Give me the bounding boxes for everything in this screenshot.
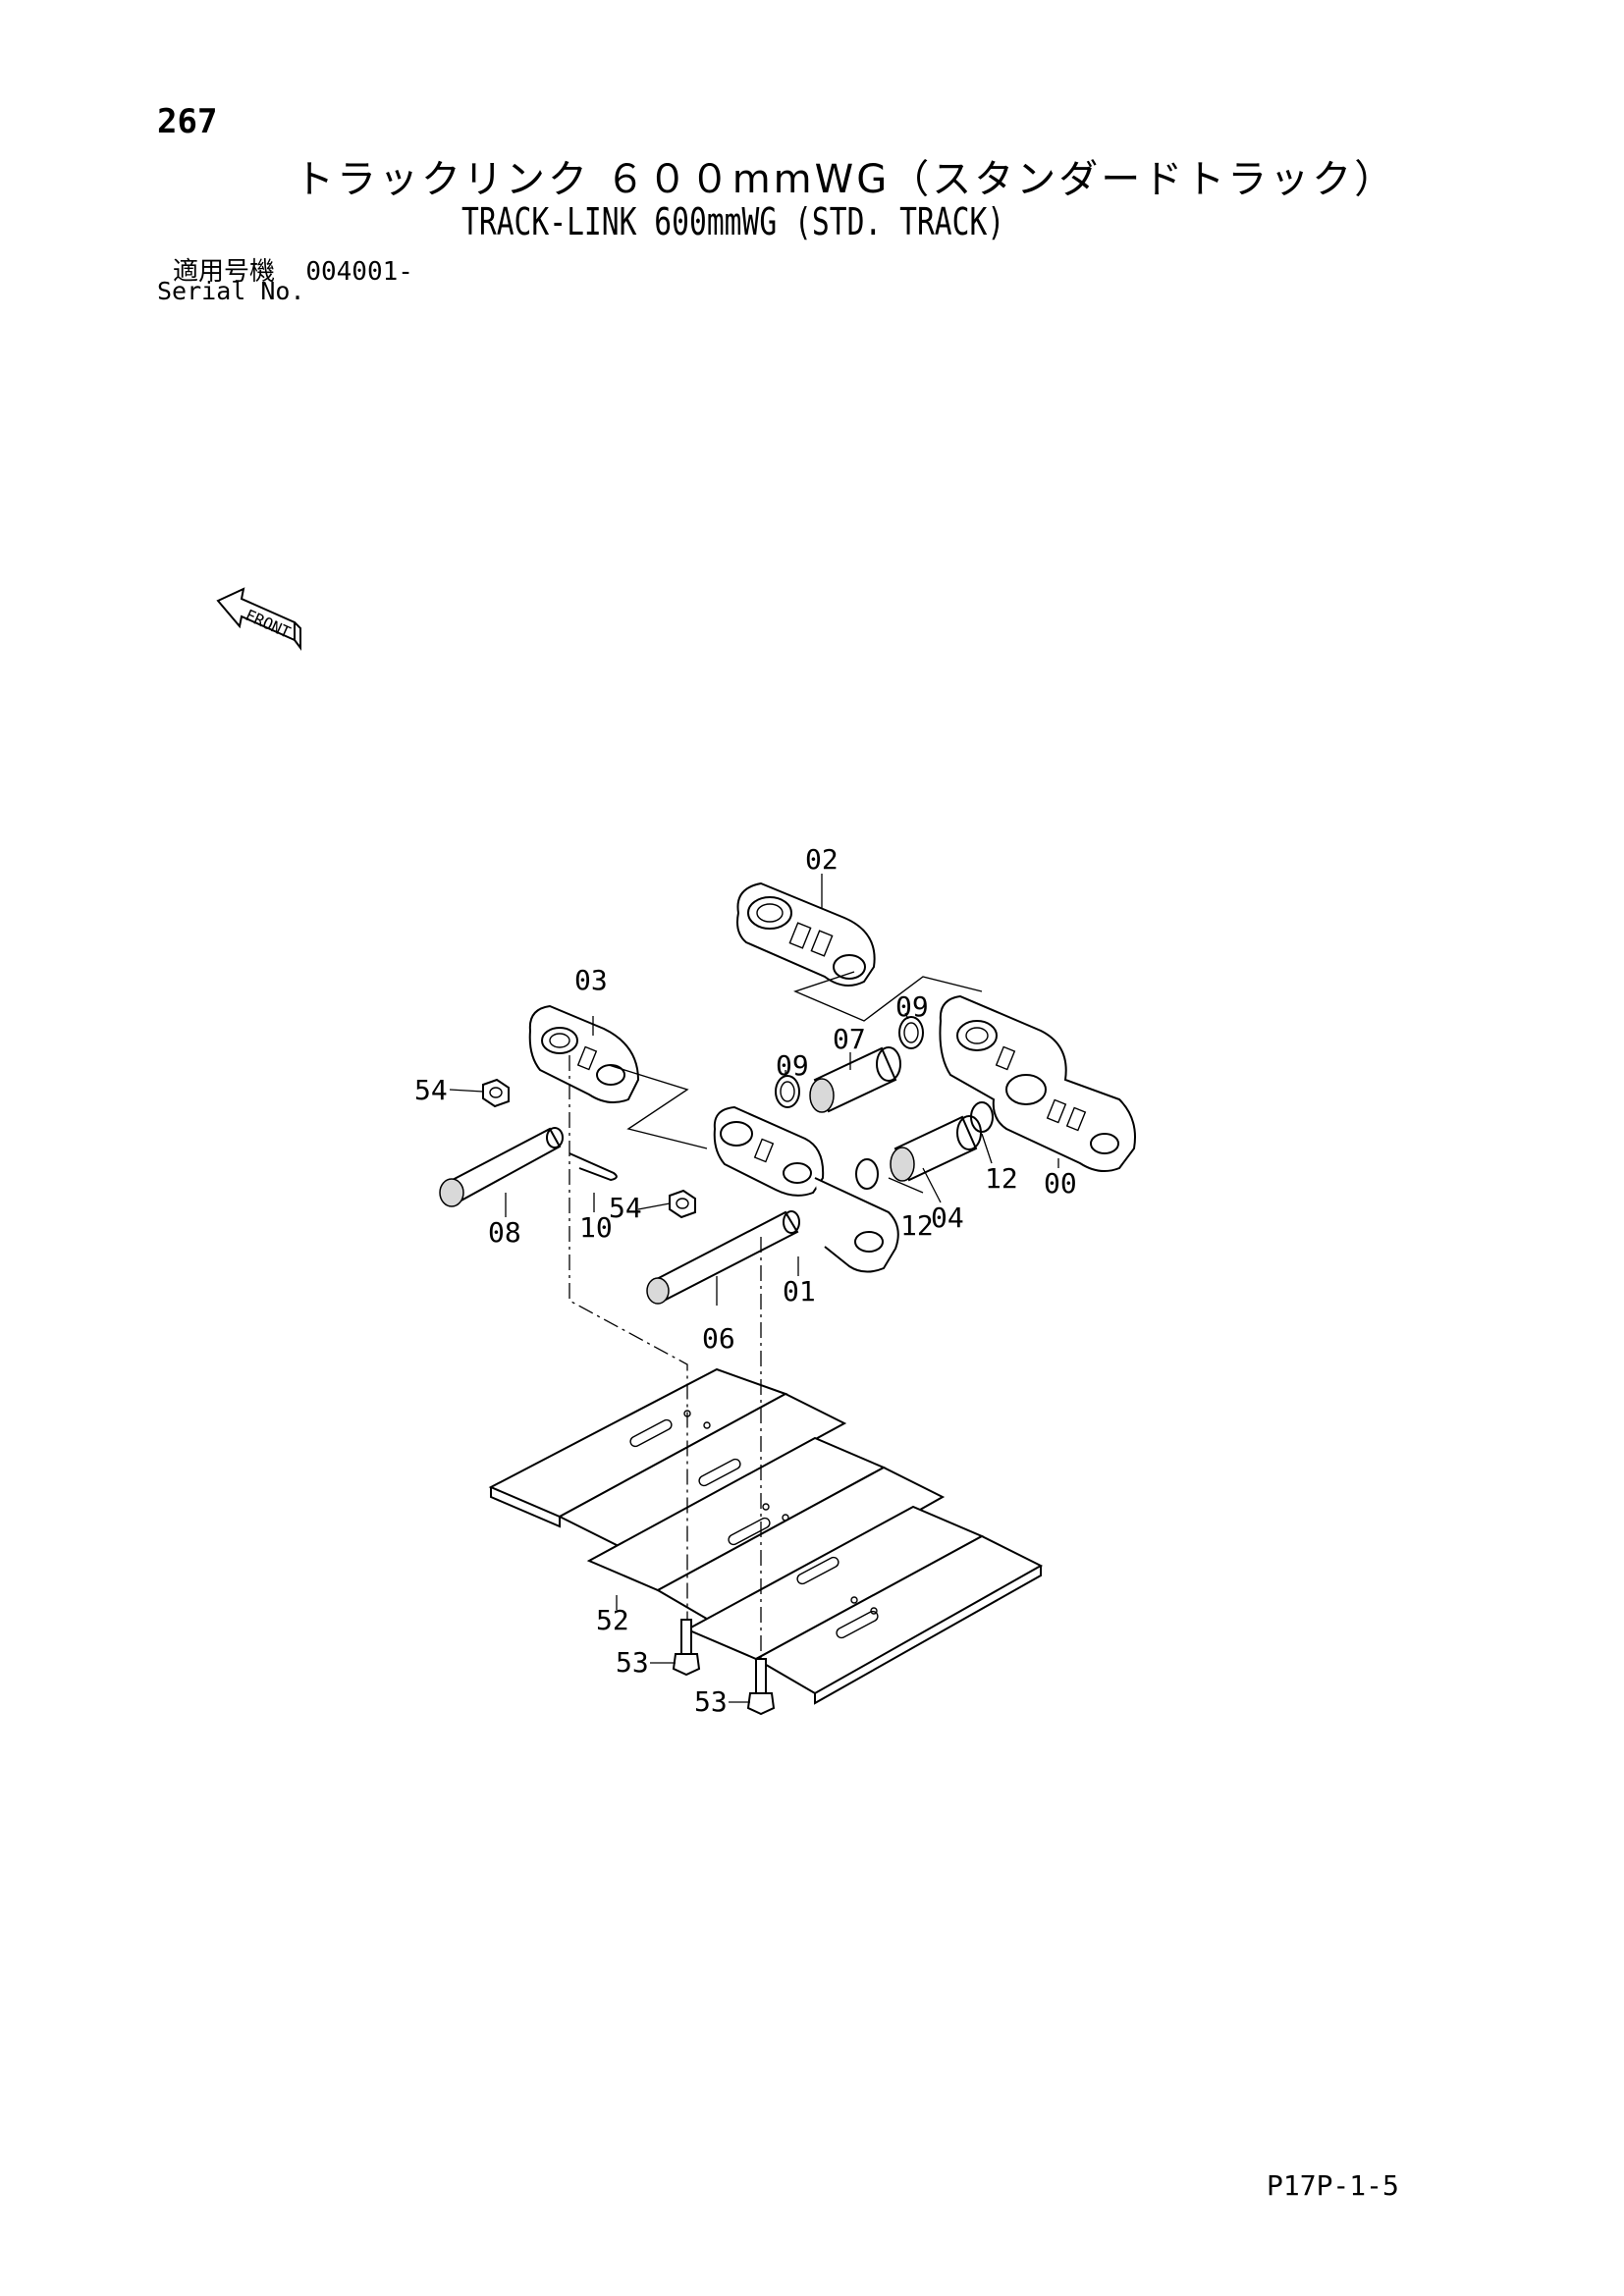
callout-54-lower: 54: [609, 1192, 642, 1224]
part-52-track-shoes: [488, 1367, 1044, 1705]
callout-08: 08: [488, 1216, 521, 1249]
part-03-link: [528, 1004, 640, 1104]
part-10-spring-pin: [568, 1152, 618, 1182]
callout-53-left: 53: [616, 1646, 649, 1679]
callout-12-right: 12: [985, 1162, 1018, 1195]
part-09-seal-right: [898, 1016, 924, 1049]
title-english: TRACK-LINK 600mmWG (STD. TRACK): [461, 200, 1005, 243]
serial-label-english: Serial No.: [157, 277, 305, 305]
serial-label-japanese: 適用号機 004001-: [173, 251, 413, 288]
callout-06: 06: [702, 1322, 735, 1355]
callout-09-right: 09: [895, 990, 929, 1023]
serial-value: 004001-: [305, 257, 413, 287]
part-00-link-assembly: [939, 994, 1136, 1173]
figure-code: P17P-1-5: [1267, 2169, 1399, 2202]
part-04-bushing: [890, 1115, 982, 1182]
callout-52: 52: [596, 1604, 629, 1636]
part-54-nut-lower: [669, 1189, 696, 1219]
callout-54-upper: 54: [414, 1074, 448, 1106]
part-12-seal-right: [970, 1101, 994, 1133]
part-07-bushing: [809, 1046, 901, 1113]
front-arrow-icon: FRONT: [216, 587, 301, 651]
serial-label-jp-text: 適用号機: [173, 257, 276, 287]
part-08-pin: [439, 1127, 564, 1207]
part-53-bolt-left: [672, 1619, 701, 1677]
callout-00: 00: [1044, 1167, 1077, 1200]
callout-04: 04: [931, 1201, 964, 1234]
page-number: 267: [157, 102, 218, 141]
part-09-seal-left: [775, 1075, 800, 1108]
callout-01: 01: [783, 1275, 816, 1308]
title-japanese: トラックリンク ６００mmWG（スタンダードトラック）: [295, 157, 1397, 202]
part-01-link: [713, 1105, 899, 1273]
part-06-pin: [646, 1210, 800, 1305]
callout-03: 03: [574, 964, 608, 996]
callout-12-left: 12: [900, 1209, 934, 1242]
part-02-link: [736, 881, 876, 987]
callout-09-left: 09: [776, 1049, 809, 1082]
callout-10: 10: [579, 1211, 613, 1244]
callout-07: 07: [833, 1023, 866, 1055]
part-12-seal-left: [855, 1158, 879, 1190]
callout-02: 02: [805, 843, 839, 876]
callout-53-right: 53: [694, 1685, 728, 1718]
part-54-nut-upper: [482, 1078, 510, 1108]
